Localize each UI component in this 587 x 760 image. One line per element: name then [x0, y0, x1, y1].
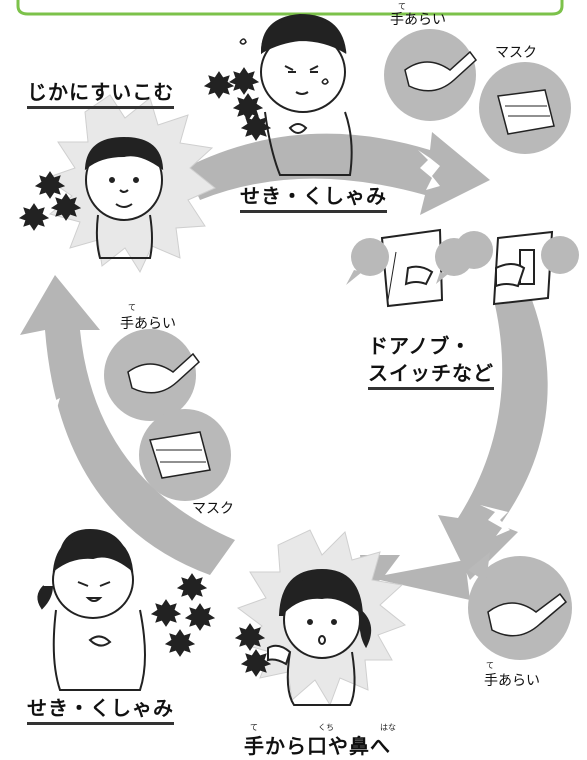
furigana-hana: はな	[380, 723, 396, 732]
label-direct-inhale: じかにすいこむ	[27, 76, 175, 109]
furigana-te-top: て	[398, 2, 406, 11]
label-door-switch-line2: スイッチなど	[368, 357, 494, 390]
bubble-top-mask	[479, 62, 571, 154]
furigana-te-left: て	[128, 303, 136, 312]
germ-left-3	[18, 203, 50, 231]
germ-center-2	[240, 649, 272, 677]
arrow-left	[20, 275, 235, 575]
break-left	[38, 388, 60, 415]
germ-bottom-3	[184, 603, 216, 631]
break-top	[418, 150, 440, 190]
girl-coughing-illustration	[37, 528, 146, 691]
boy-coughing-illustration	[260, 13, 353, 176]
label-cough-sneeze-top: せき・くしゃみ	[240, 180, 387, 213]
germ-top-4	[240, 113, 272, 141]
germ-top-1	[203, 71, 235, 99]
sweat-drops	[239, 38, 329, 85]
furigana-te-bottom: て	[250, 723, 258, 732]
cycle-arrows	[20, 132, 548, 600]
girl-touching-face-illustration	[267, 568, 372, 706]
germ-center-1	[234, 623, 266, 651]
bubble-right-handwash	[468, 552, 572, 660]
germ-left-1	[34, 171, 66, 199]
arrow-top	[185, 132, 490, 215]
furigana-te-right: て	[486, 661, 494, 670]
top-frame-border	[16, 0, 564, 16]
handwash-hands-top	[404, 50, 478, 92]
bubble-left-handwash	[104, 329, 201, 421]
callout-top-mask: マスク	[495, 45, 537, 61]
bubble-left-mask	[139, 409, 231, 501]
boy-inhaling-illustration	[84, 136, 164, 259]
germ-bubbles-right	[346, 231, 579, 285]
bubble-top-handwash	[384, 29, 478, 121]
germ-bottom-1	[176, 573, 208, 601]
break-right	[480, 505, 510, 536]
germ-top-2	[228, 67, 260, 95]
germ-bottom-2	[150, 599, 182, 627]
arrow-right	[438, 300, 548, 580]
arrow-bottom-right	[360, 555, 470, 600]
handwash-hands-left	[127, 352, 201, 394]
arrow-breaks	[38, 150, 510, 536]
callout-left-handwash: 手あらい	[120, 316, 176, 332]
germ-left-2	[50, 193, 82, 221]
callout-left-mask: マスク	[192, 501, 234, 517]
germ-top-3	[232, 93, 264, 121]
germ-cluster	[18, 67, 272, 677]
germ-bottom-4	[164, 629, 196, 657]
callout-right-handwash: 手あらい	[484, 673, 540, 689]
callout-top-handwash: 手あらい	[390, 12, 446, 28]
furigana-kuchi: くち	[318, 723, 334, 732]
handwash-hands-right	[487, 592, 568, 637]
label-hand-to-mouth-nose: 手から口や鼻へ	[244, 734, 391, 758]
label-cough-sneeze-bottom: せき・くしゃみ	[27, 692, 174, 725]
doorknob-switch-illustration	[380, 228, 554, 308]
label-door-switch-line1: ドアノブ・	[368, 334, 472, 358]
